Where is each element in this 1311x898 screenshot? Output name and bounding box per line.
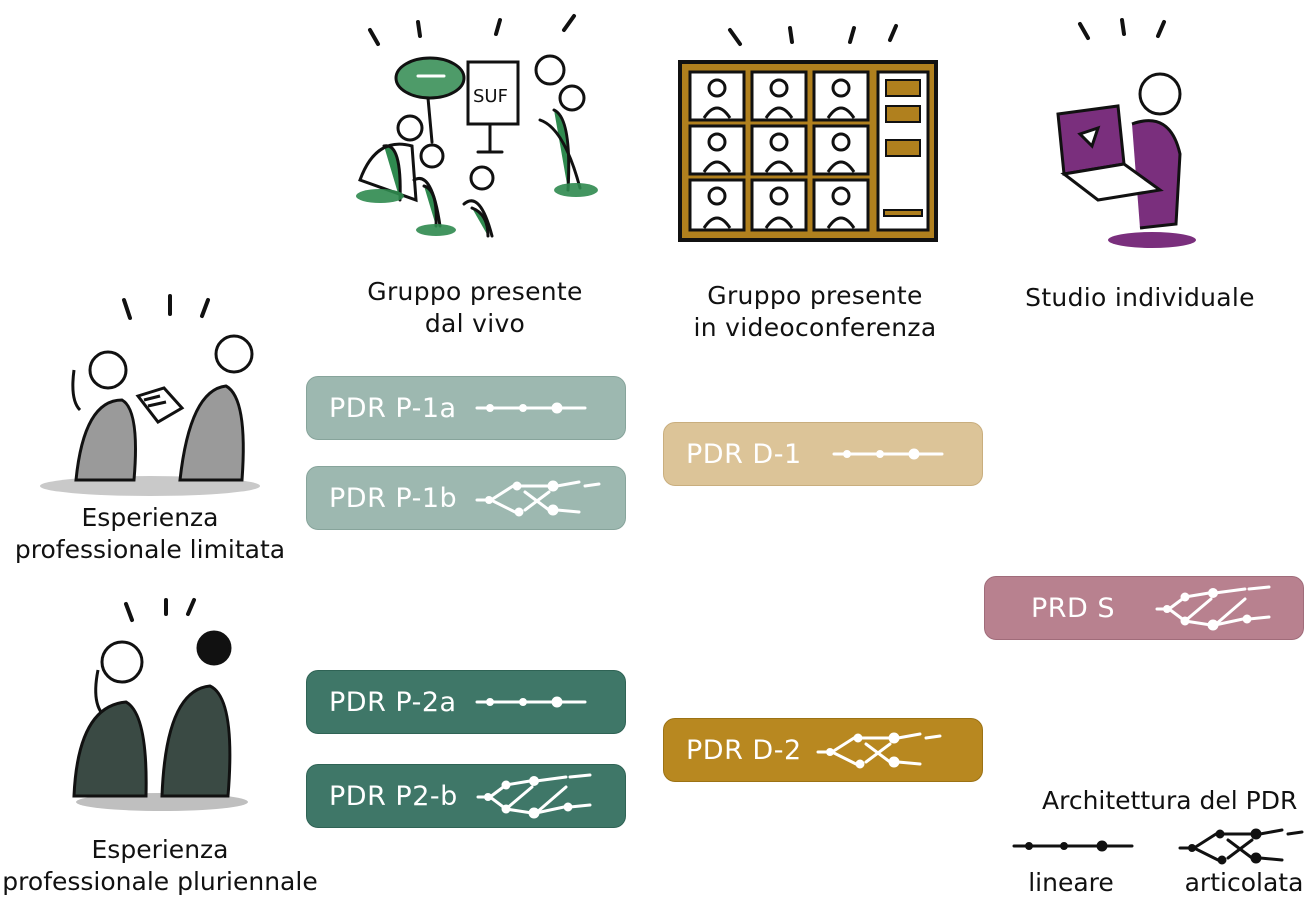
videoconference-grid-icon <box>678 24 938 242</box>
svg-text:SUF: SUF <box>473 86 508 107</box>
multi-year-experience-people-icon <box>72 598 248 811</box>
pdr-box-d-2[interactable]: PDR D-2 <box>663 718 983 782</box>
linear-architecture-icon <box>832 448 944 460</box>
legend-linear-label: lineare <box>1028 868 1114 897</box>
legend-linear-architecture-icon <box>1012 840 1134 852</box>
legend-branched-label: articolata <box>1184 868 1304 897</box>
pdr-box-label: PDR P-1b <box>329 482 458 514</box>
legend-branched-architecture-icon <box>1178 828 1304 865</box>
pdr-box-p2-b[interactable]: PDR P2-b <box>306 764 626 828</box>
pdr-box-s[interactable]: PRD S <box>984 576 1304 640</box>
row-label-limited-line1: Esperienza <box>81 503 219 532</box>
pdr-box-label: PDR D-1 <box>686 438 802 470</box>
column-label-videoconference-line2: in videoconferenza <box>693 313 937 342</box>
linear-architecture-icon <box>475 402 587 414</box>
row-label-limited: Esperienza professionale limitata <box>0 502 300 566</box>
column-label-individual-line1: Studio individuale <box>1025 283 1255 312</box>
multi-branched-architecture-icon <box>1155 585 1271 631</box>
linear-architecture-icon <box>475 696 587 708</box>
row-label-limited-line2: professionale limitata <box>14 535 286 564</box>
column-label-videoconference: Gruppo presente in videoconferenza <box>660 280 970 344</box>
branched-architecture-icon <box>475 480 601 517</box>
individual-laptop-icon <box>1056 18 1196 248</box>
column-label-individual: Studio individuale <box>1000 282 1280 314</box>
row-label-multi-year-line1: Esperienza <box>91 835 229 864</box>
multi-branched-architecture-icon <box>476 773 592 819</box>
legend-title: Architettura del PDR <box>1042 786 1298 815</box>
pdr-box-p-1b[interactable]: PDR P-1b <box>306 466 626 530</box>
column-label-in-person-line1: Gruppo presente <box>367 277 583 306</box>
pdr-box-label: PDR P2-b <box>329 780 458 812</box>
in-person-group-icon: SUF <box>356 14 598 238</box>
row-label-multi-year-line2: professionale pluriennale <box>2 867 318 896</box>
pdr-box-label: PRD S <box>1031 592 1116 624</box>
row-label-multi-year: Esperienza professionale pluriennale <box>0 834 320 898</box>
branched-architecture-icon <box>816 732 942 769</box>
pdr-box-p-1a[interactable]: PDR P-1a <box>306 376 626 440</box>
pdr-box-label: PDR D-2 <box>686 734 802 766</box>
pdr-box-label: PDR P-2a <box>329 686 457 718</box>
pdr-box-label: PDR P-1a <box>329 392 457 424</box>
column-label-in-person-line2: dal vivo <box>424 309 526 338</box>
limited-experience-people-icon <box>40 294 260 496</box>
column-label-in-person: Gruppo presente dal vivo <box>330 276 620 340</box>
pdr-box-d-1[interactable]: PDR D-1 <box>663 422 983 486</box>
pdr-box-p-2a[interactable]: PDR P-2a <box>306 670 626 734</box>
column-label-videoconference-line1: Gruppo presente <box>707 281 923 310</box>
